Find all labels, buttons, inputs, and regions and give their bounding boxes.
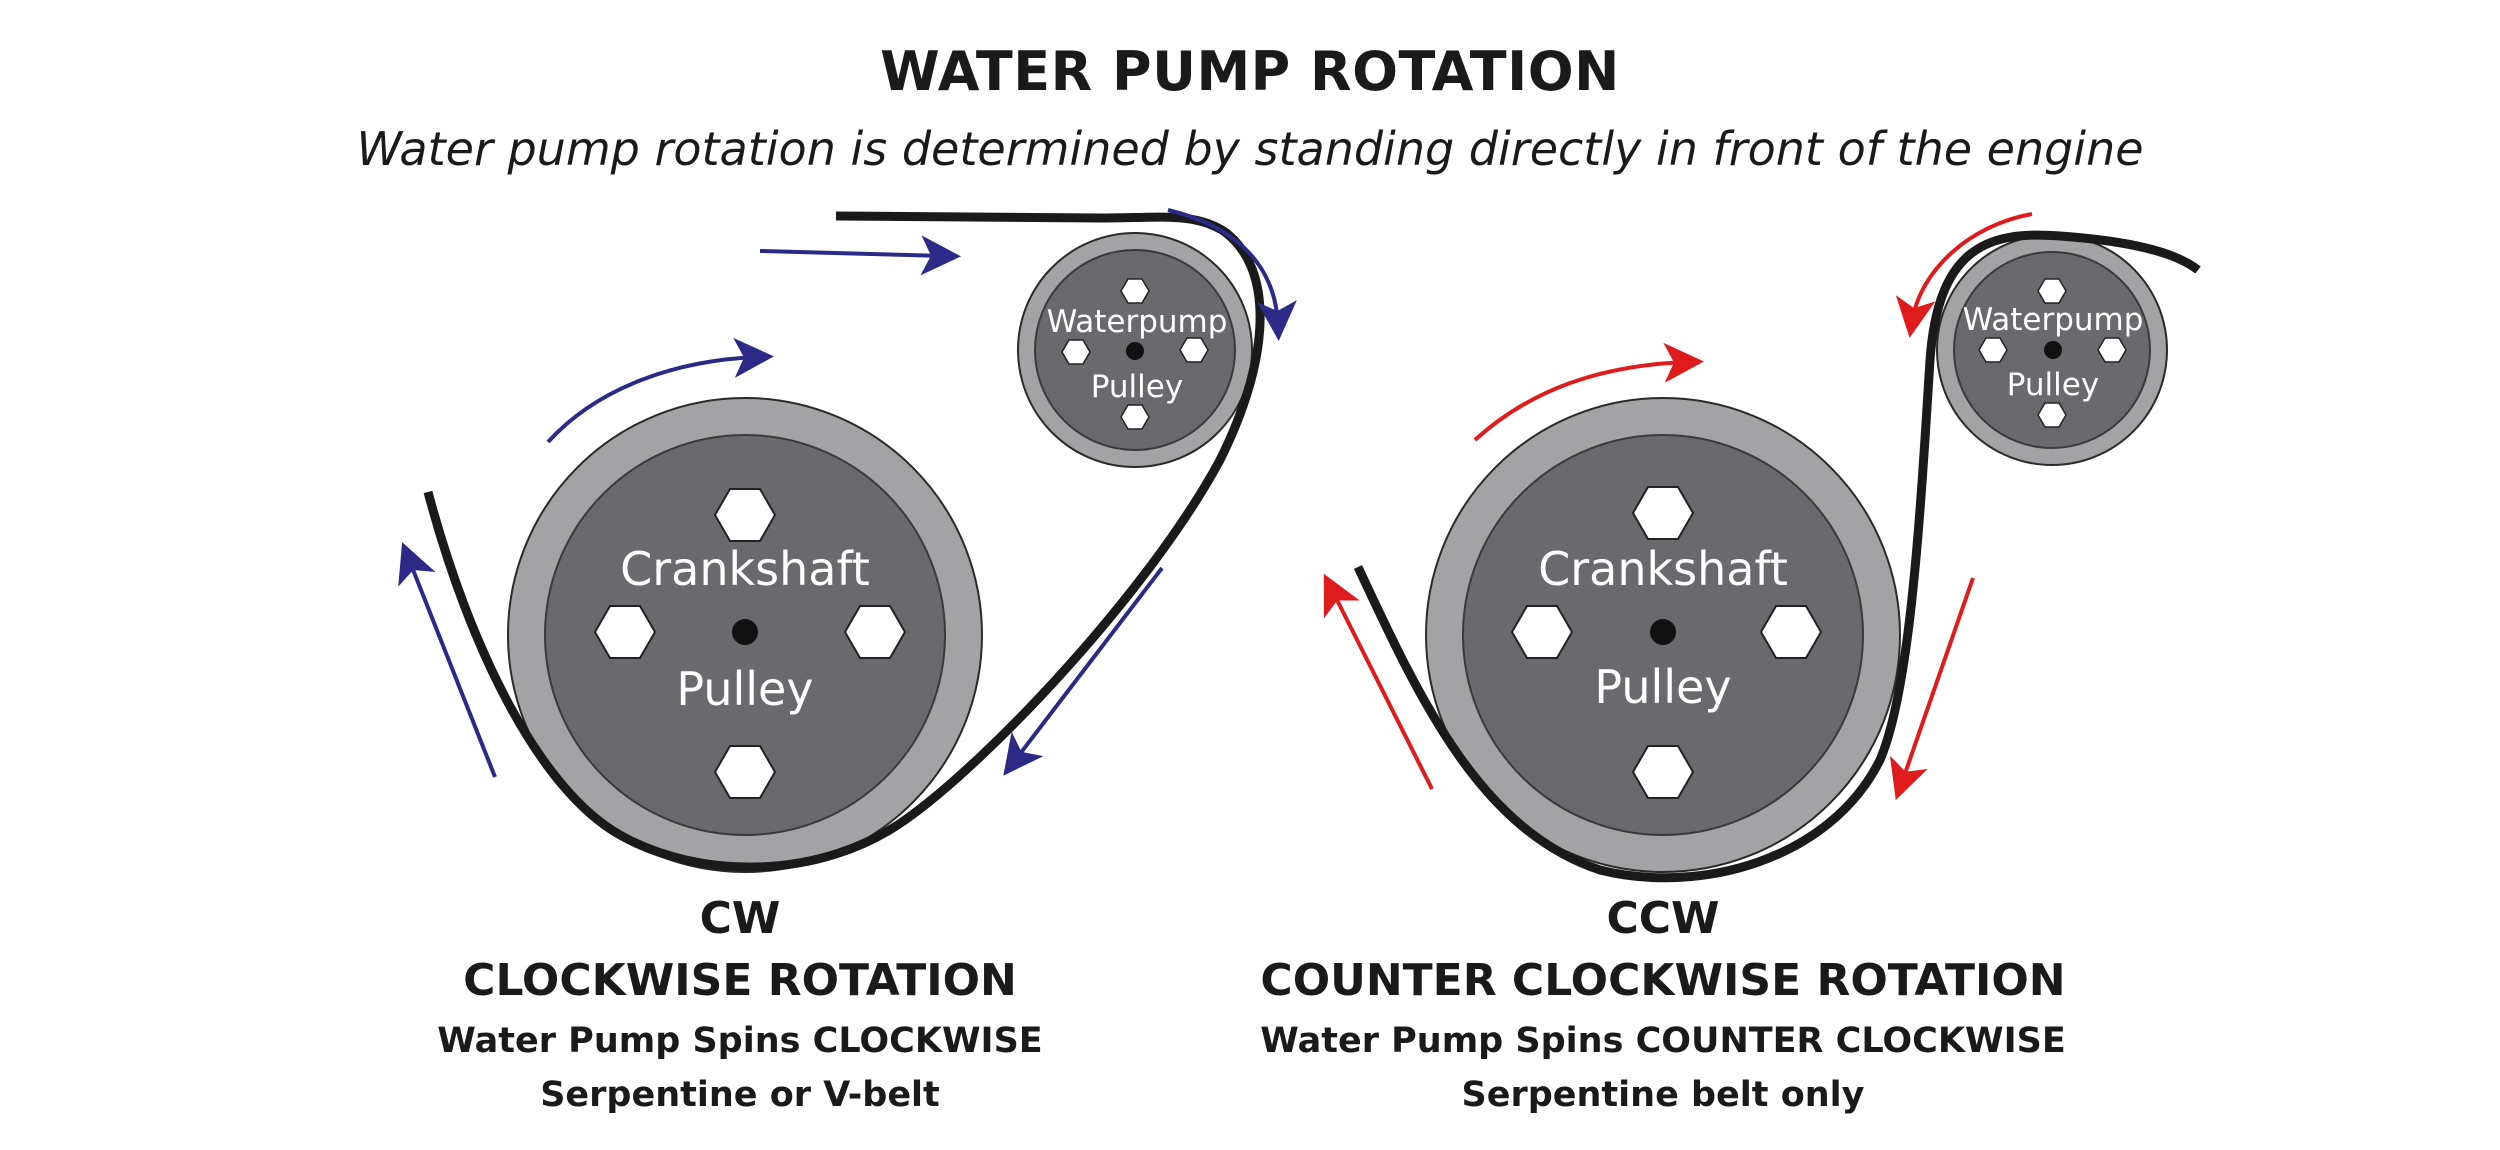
ccw-pump-label-top: Waterpump: [1963, 302, 2144, 338]
cw-pump-label-top: Waterpump: [1047, 304, 1228, 340]
bolt-icon: [2037, 278, 2067, 304]
bolt-icon: [843, 605, 907, 659]
ccw-waterpump-pulley: Waterpump Pulley: [1936, 234, 2168, 466]
ccw-rotation-arrows: [1323, 212, 2033, 801]
bolt-icon: [1061, 339, 1091, 365]
arrow-icon: [398, 542, 497, 778]
cw-abbr: CW: [699, 893, 781, 944]
arrow-icon: [1167, 208, 1297, 341]
cw-crankshaft-pulley: Crankshaft Pulley: [507, 397, 983, 873]
page-title: WATER PUMP ROTATION: [880, 40, 1620, 103]
cw-rotation-arrows: [398, 208, 1297, 778]
cw-line2: Serpentine or V-belt: [540, 1075, 940, 1115]
ccw-line1: Water Pump Spins COUNTER CLOCKWISE: [1260, 1021, 2066, 1061]
ccw-crank-label-bottom: Pulley: [1594, 660, 1731, 714]
ccw-line2: Serpentine belt only: [1461, 1075, 1865, 1115]
ccw-crank-label-top: Crankshaft: [1538, 542, 1788, 596]
page-subtitle: Water pump rotation is determined by sta…: [356, 122, 2144, 176]
cw-pump-label-bottom: Pulley: [1091, 369, 1183, 405]
arrow-icon: [1895, 212, 2033, 338]
bolt-icon: [1120, 404, 1150, 430]
bolt-icon: [1120, 278, 1150, 304]
cw-crank-label-top: Crankshaft: [620, 542, 870, 596]
cw-caption: CW CLOCKWISE ROTATION Water Pump Spins C…: [290, 893, 1190, 1129]
bolt-icon: [1631, 486, 1695, 540]
bolt-icon: [593, 605, 657, 659]
arrow-icon: [759, 235, 961, 276]
ccw-pump-label-bottom: Pulley: [2007, 367, 2099, 403]
bolt-icon: [1759, 605, 1823, 659]
bolt-icon: [2037, 402, 2067, 428]
cw-name: CLOCKWISE ROTATION: [463, 955, 1017, 1006]
bolt-icon: [1978, 337, 2008, 363]
bolt-icon: [1510, 605, 1574, 659]
bolt-icon: [2097, 337, 2127, 363]
ccw-belt: [1353, 230, 2201, 883]
ccw-name: COUNTER CLOCKWISE ROTATION: [1260, 955, 2066, 1006]
cw-line1: Water Pump Spins CLOCKWISE: [437, 1021, 1043, 1061]
ccw-abbr: CCW: [1606, 893, 1720, 944]
ccw-diagram: Crankshaft Pulley Waterpump Pulley: [1323, 212, 2201, 883]
arrow-icon: [546, 337, 774, 444]
arrow-icon: [1889, 577, 1975, 801]
bolt-icon: [713, 488, 777, 542]
ccw-crankshaft-pulley: Crankshaft Pulley: [1425, 397, 1901, 873]
arrow-icon: [1473, 342, 1704, 442]
bolt-icon: [1179, 337, 1209, 363]
bolt-icon: [713, 745, 777, 799]
arrow-icon: [1003, 566, 1164, 776]
bolt-icon: [1631, 745, 1695, 799]
cw-diagram: Crankshaft Pulley Waterpump Pulley: [398, 208, 1297, 873]
cw-crank-label-bottom: Pulley: [676, 662, 813, 716]
cw-waterpump-pulley: Waterpump Pulley: [1017, 232, 1253, 468]
arrow-icon: [1323, 573, 1434, 790]
ccw-caption: CCW COUNTER CLOCKWISE ROTATION Water Pum…: [1213, 893, 2113, 1129]
